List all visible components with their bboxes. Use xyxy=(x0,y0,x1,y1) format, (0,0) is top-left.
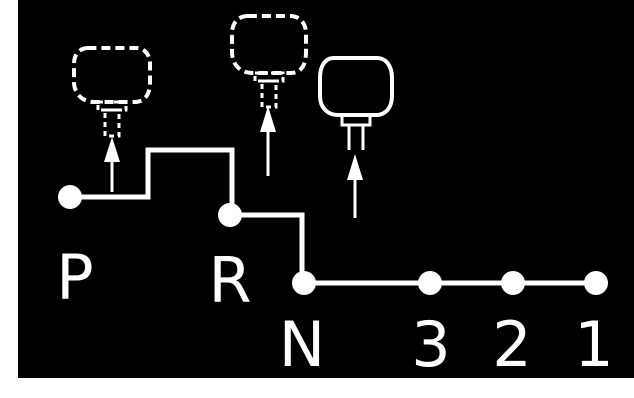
arrow-up-icon xyxy=(347,154,363,218)
shift-knob-pressed-icon xyxy=(318,56,394,150)
position-dot-3 xyxy=(418,271,442,295)
position-label-1: 1 xyxy=(574,308,613,381)
position-label-p: P xyxy=(56,241,93,314)
arrow-up-icon xyxy=(260,106,276,176)
shift-knob-released-icon xyxy=(230,14,308,109)
position-dot-1 xyxy=(584,271,608,295)
arrow-up-icon xyxy=(104,137,120,192)
position-label-3: 3 xyxy=(411,308,450,381)
position-dot-2 xyxy=(501,271,525,295)
position-label-r: R xyxy=(208,244,251,317)
position-dot-n xyxy=(292,271,316,295)
shift-knob-released-icon xyxy=(72,46,152,138)
position-dot-r xyxy=(218,203,242,227)
diagram-background xyxy=(18,0,634,378)
position-label-n: N xyxy=(279,308,325,381)
position-dot-p xyxy=(58,185,82,209)
position-label-2: 2 xyxy=(492,308,531,381)
